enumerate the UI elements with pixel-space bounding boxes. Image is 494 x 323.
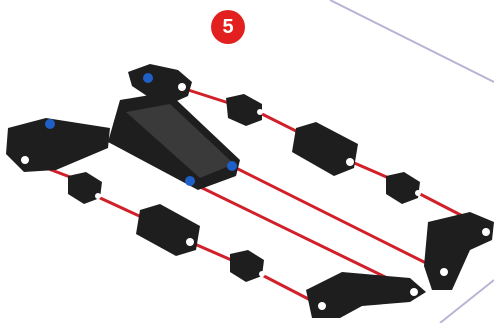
fastener [226,94,263,126]
bracket-left [6,118,110,172]
guide-lines [23,86,482,308]
step-number-badge: 5 [211,10,245,44]
bracket-right [424,212,494,290]
block [136,204,200,256]
bracket-top [128,64,192,104]
block [292,122,358,176]
beam-assembly [108,92,240,190]
fastener [68,172,102,204]
fastener [386,172,421,204]
bracket-bottom [306,272,426,318]
baseplate-outline [329,0,494,323]
fastener [230,250,265,282]
